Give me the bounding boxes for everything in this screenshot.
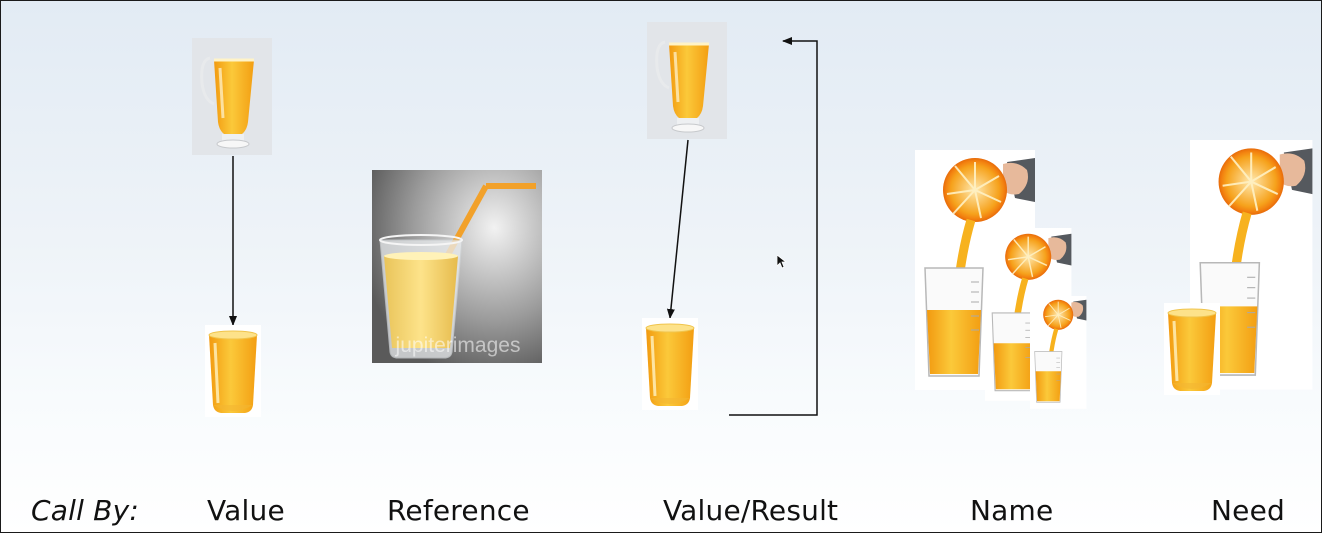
copy-in-arrow bbox=[666, 139, 689, 319]
pitcher-image-value bbox=[190, 36, 274, 157]
straw-glass-image-reference: jupiterimages bbox=[372, 170, 542, 363]
glass-image-value bbox=[203, 323, 263, 419]
column-label-name: Name bbox=[970, 494, 1054, 527]
watermark-text: jupiterimages bbox=[395, 334, 521, 357]
column-label-value: Value bbox=[207, 494, 285, 527]
column-label-value-result: Value/Result bbox=[663, 494, 839, 527]
pitcher-image-value-result bbox=[645, 20, 729, 141]
column-label-reference: Reference bbox=[387, 494, 530, 527]
squeeze-image-need bbox=[1162, 140, 1312, 397]
mouse-pointer-icon bbox=[777, 255, 787, 269]
glass-image-value-result bbox=[640, 316, 700, 412]
copy-back-arrow bbox=[729, 37, 818, 416]
column-label-need: Need bbox=[1211, 494, 1285, 527]
call-by-label: Call By: bbox=[31, 494, 139, 527]
squeeze-images-name bbox=[915, 150, 1086, 409]
